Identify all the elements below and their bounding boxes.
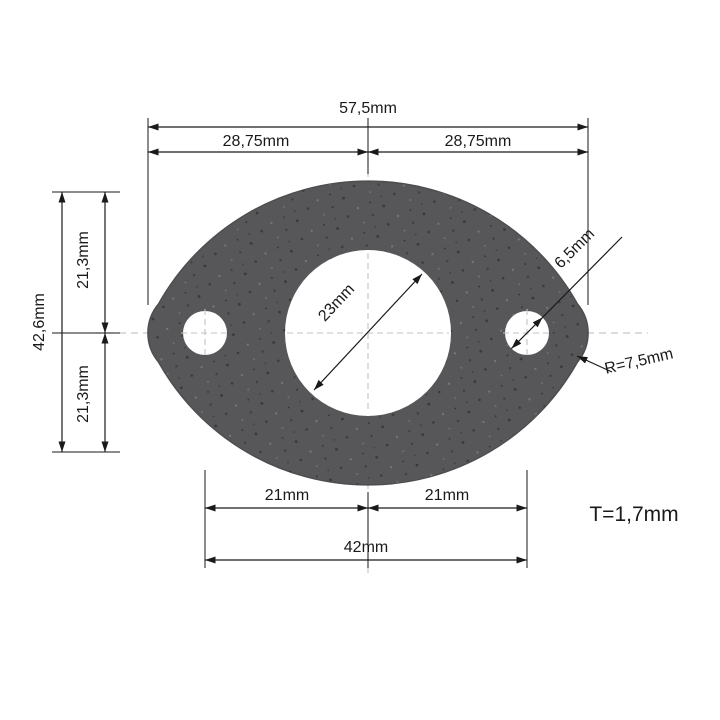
bolt-hole-diameter-arrow [510, 316, 544, 350]
bore-diameter-arrow [313, 273, 423, 391]
left-dimensions: 42,6mm 21,3mm 21,3mm [31, 191, 120, 453]
right-bolt-span-label: 21mm [425, 487, 469, 504]
thickness-label: T=1,7mm [589, 503, 678, 526]
tip-radius-leader-arrow [576, 355, 613, 373]
bottom-dimensions: 21mm 21mm 42mm [204, 470, 528, 568]
overall-height-label: 42,6mm [31, 293, 48, 351]
bolt-hole-leader-line [542, 236, 623, 318]
left-bolt-span-label: 21mm [265, 487, 309, 504]
upper-half-height-label: 21,3mm [75, 231, 92, 289]
tip-radius-annotation: R=7,5mm [576, 345, 675, 378]
tip-radius-label: R=7,5mm [603, 345, 675, 377]
left-half-width-label: 28,75mm [223, 133, 290, 150]
top-dimensions: 57,5mm 28,75mm 28,75mm [147, 100, 589, 305]
overall-width-label: 57,5mm [339, 100, 397, 117]
lower-half-height-label: 21,3mm [75, 365, 92, 423]
bolt-hole-diameter-label: 6,5mm [552, 226, 599, 273]
total-bolt-span-label: 42mm [344, 539, 388, 556]
right-half-width-label: 28,75mm [445, 133, 512, 150]
